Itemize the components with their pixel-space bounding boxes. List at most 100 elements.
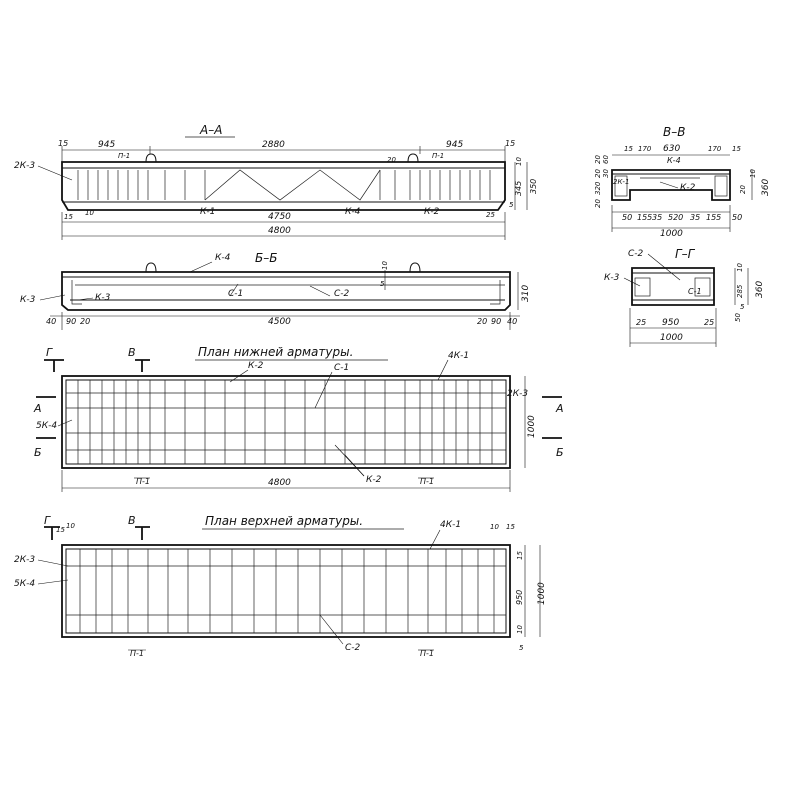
section-vv-title: В–В xyxy=(663,125,685,139)
label-vv-k4: К-4 xyxy=(667,156,681,165)
section-vv-outline xyxy=(611,169,731,201)
dim-pt-7: 1000 xyxy=(537,582,547,605)
dim-vv-22: 1000 xyxy=(660,229,683,239)
section-bb-title: Б–Б xyxy=(255,251,277,265)
label-aa-k2: К-2 xyxy=(424,207,440,217)
lifting-loop-right xyxy=(407,153,419,163)
cut-mark-a-left: А xyxy=(33,402,42,415)
plan-bottom-title: План нижней арматуры. xyxy=(198,345,353,359)
dim-vv-21: 50 xyxy=(732,213,742,222)
cut-mark-a-right: А xyxy=(555,402,564,415)
label-aa-p1-right: П-1 xyxy=(432,152,444,160)
label-pt-4k1: 4К-1 xyxy=(440,520,461,530)
label-gg-c1: С-1 xyxy=(688,287,702,296)
label-vv-k2: К-2 xyxy=(680,183,696,193)
section-aa-title: А–А xyxy=(199,123,222,137)
dim-gg-9: 1000 xyxy=(660,333,683,343)
dim-bb-1: 10 xyxy=(381,261,389,270)
label-gg-k3: К-3 xyxy=(604,273,620,283)
dim-aa-15: 20 xyxy=(387,156,396,164)
dim-aa-11: 10 xyxy=(85,209,94,217)
dim-bb-8: 20 xyxy=(477,317,487,326)
dim-pt-2: 10 xyxy=(66,522,75,530)
dim-aa-1: 15 xyxy=(58,139,68,148)
label-aa-2k3: 2К-3 xyxy=(14,161,35,171)
section-aa-beam-outline xyxy=(61,161,506,211)
dim-aa-9: 5 xyxy=(509,201,514,209)
dim-aa-12: 4750 xyxy=(268,212,291,222)
label-pt-5k4: 5К-4 xyxy=(14,579,35,589)
dim-aa-2: 945 xyxy=(98,140,115,150)
label-pb-k2-bottom: К-2 xyxy=(366,475,382,485)
dim-pt-5: 15 xyxy=(516,551,524,560)
section-aa-stirrups xyxy=(77,170,491,200)
dim-gg-6: 25 xyxy=(636,318,646,327)
label-aa-p1-left: П-1 xyxy=(118,152,130,160)
label-aa-k4: К-4 xyxy=(345,207,361,217)
dim-vv-13: 20 xyxy=(739,185,747,194)
dim-vv-1: 15 xyxy=(624,145,633,153)
cut-mark-b-right: Б xyxy=(556,446,564,459)
plan-top-reinforcement: План верхней арматуры. Г В 15 10 10 15 xyxy=(14,514,547,658)
dim-aa-7: 345 xyxy=(514,181,523,196)
dim-vv-20: 155 xyxy=(706,213,721,222)
lifting-loop-bb-left xyxy=(145,262,157,273)
plan-bottom-outline xyxy=(61,375,511,469)
dim-bb-5: 20 xyxy=(80,317,90,326)
dim-bb-9: 90 xyxy=(491,317,501,326)
dim-vv-2: 170 xyxy=(638,145,652,153)
dim-aa-5: 15 xyxy=(505,139,515,148)
section-bb-beam-outline xyxy=(61,271,511,311)
label-pt-2k3: 2К-3 xyxy=(14,555,35,565)
dim-vv-5: 15 xyxy=(732,145,741,153)
dim-vv-18: 520 xyxy=(668,213,683,222)
label-pb-p1-left: П-1 xyxy=(136,477,150,486)
dim-vv-15: 50 xyxy=(622,213,632,222)
dim-pt-8: 10 xyxy=(516,625,524,634)
dim-pt-6: 950 xyxy=(515,590,524,605)
dim-aa-13: 25 xyxy=(486,211,495,219)
lifting-loop-bb-right xyxy=(409,262,421,273)
plan-bottom-reinforcement: План нижней арматуры. Г В xyxy=(33,345,564,492)
section-gg: Г–Г С-2 К-3 С-1 10 285 360 5 50 25 950 2… xyxy=(604,247,765,347)
dim-vv-9: 320 xyxy=(594,181,602,195)
cut-mark-b-left: Б xyxy=(34,446,42,459)
plan-top-title: План верхней арматуры. xyxy=(205,514,363,528)
label-pb-p1-right: П-1 xyxy=(420,477,434,486)
dim-vv-12: 360 xyxy=(761,179,771,196)
cut-mark-g: Г xyxy=(46,346,53,359)
cut-mark-v: В xyxy=(128,346,136,359)
dim-bb-7: 4500 xyxy=(268,317,291,327)
dim-gg-5: 50 xyxy=(734,313,742,322)
dim-vv-7: 20 xyxy=(594,155,602,164)
dim-aa-4: 945 xyxy=(446,140,463,150)
label-bb-c2: С-2 xyxy=(334,289,350,299)
cut-mark-g-top: Г xyxy=(44,514,51,527)
plan-top-grid xyxy=(66,549,506,633)
label-pb-c1: С-1 xyxy=(334,363,349,373)
lifting-loop-left xyxy=(145,153,157,163)
dim-vv-4: 170 xyxy=(708,145,722,153)
dim-bb-10: 40 xyxy=(507,317,517,326)
dim-aa-14: 4800 xyxy=(268,226,291,236)
label-bb-c1: С-1 xyxy=(228,289,243,299)
dim-vv-6: 60 xyxy=(602,155,610,164)
dim-vv-3: 630 xyxy=(663,144,680,154)
dim-vv-17: 35 xyxy=(652,213,662,222)
dim-vv-16: 155 xyxy=(637,213,652,222)
dim-gg-1: 10 xyxy=(736,263,744,272)
dim-aa-3: 2880 xyxy=(262,140,285,150)
dim-pt-4: 15 xyxy=(506,523,515,531)
dim-vv-11: 30 xyxy=(602,169,610,178)
label-pt-c2: С-2 xyxy=(345,643,361,653)
label-bb-k3-left: К-3 xyxy=(20,295,36,305)
dim-pb-2: 4800 xyxy=(268,478,291,488)
dim-aa-6: 10 xyxy=(515,157,523,166)
label-pb-2k3: 2К-3 xyxy=(507,389,528,399)
dim-gg-3: 360 xyxy=(755,281,765,298)
dim-gg-7: 950 xyxy=(662,318,679,328)
dim-bb-2: 5 xyxy=(380,280,385,288)
dim-aa-8: 350 xyxy=(529,179,538,194)
section-bb: Б–Б К-4 С-1 С-2 К-3 К-3 10 5 310 40 20 9… xyxy=(20,251,531,330)
